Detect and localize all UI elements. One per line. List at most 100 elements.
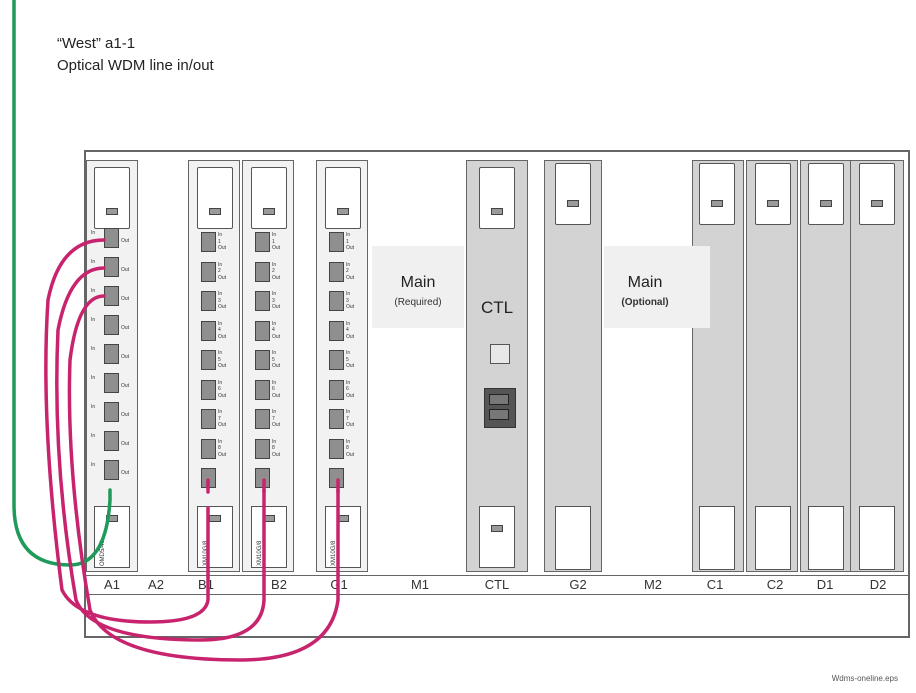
a1-port[interactable]	[104, 344, 119, 364]
a1-port[interactable]	[104, 460, 119, 480]
b1-port[interactable]	[201, 350, 216, 370]
b2-port-label: 3	[272, 297, 275, 304]
bottom-ejector-b2[interactable]	[251, 506, 287, 568]
b2-port[interactable]	[255, 291, 270, 311]
b2-port-label: Out	[272, 363, 281, 369]
a1-port-out-label: Out	[121, 296, 130, 302]
ctl-led	[490, 344, 510, 364]
bottom-ejector-d1[interactable]	[808, 506, 844, 570]
g1-port[interactable]	[329, 379, 344, 400]
a1-port-out-label: Out	[121, 383, 130, 389]
ejector-c2[interactable]	[755, 163, 791, 225]
slot-label-d1: D1	[816, 577, 834, 592]
bottom-ejector-g2[interactable]	[555, 506, 591, 570]
b1-port[interactable]	[201, 261, 216, 282]
b1-port-label: Out	[218, 422, 227, 428]
slot-label-ctl: CTL	[484, 577, 510, 592]
bottom-ejector-a1[interactable]	[94, 506, 130, 568]
g1-port-label: Out	[346, 274, 355, 281]
west-annotation-line2: Optical WDM line in/out	[57, 57, 214, 74]
g1-port[interactable]	[329, 261, 344, 282]
ejector-g1[interactable]	[325, 167, 361, 229]
g1-port-label: 6	[346, 386, 349, 392]
b2-port-label: 4	[272, 327, 275, 333]
g1-port[interactable]	[329, 232, 344, 252]
g1-port-label: 3	[346, 297, 349, 304]
ejector-b1[interactable]	[197, 167, 233, 229]
b2-port[interactable]	[255, 261, 270, 282]
a1-port-out-label: Out	[121, 325, 130, 331]
a1-port[interactable]	[104, 431, 119, 451]
b2-port-label: In	[272, 320, 277, 327]
b1-port-label: 7	[218, 415, 221, 422]
ejector-a1[interactable]	[94, 167, 130, 229]
g1-port-label: 8	[346, 445, 349, 451]
main-required-title: Main	[400, 274, 436, 291]
b1-port[interactable]	[201, 438, 216, 459]
ejector-g2[interactable]	[555, 163, 591, 225]
b2-port-label: In	[272, 232, 277, 238]
a1-port-out-label: Out	[121, 470, 130, 476]
b2-port-label: Out	[272, 392, 281, 399]
b1-port-label: 8	[218, 445, 221, 451]
main-required-subtitle: (Required)	[394, 297, 442, 308]
a1-port-in-label: In	[91, 375, 96, 381]
bottom-ejector-d2[interactable]	[859, 506, 895, 570]
ejector-ctl[interactable]	[479, 167, 515, 229]
fiber-patch-magenta	[67, 294, 340, 662]
g1-port-label: In	[346, 438, 351, 445]
b2-port-label: Out	[272, 245, 281, 251]
a1-port[interactable]	[104, 373, 119, 393]
b2-port[interactable]	[255, 350, 270, 370]
card-c1[interactable]	[692, 160, 744, 572]
ejector-c1[interactable]	[699, 163, 735, 225]
a1-port[interactable]	[104, 402, 119, 422]
b1-port[interactable]	[201, 320, 216, 341]
b1-port[interactable]	[201, 379, 216, 400]
b1-port-label: In	[218, 232, 223, 238]
card-g2[interactable]	[544, 160, 602, 572]
bottom-ejector-b1[interactable]	[197, 506, 233, 568]
ejector-d1[interactable]	[808, 163, 844, 225]
g1-port[interactable]	[329, 438, 344, 459]
g1-port-label: Out	[346, 392, 355, 399]
b2-port[interactable]	[255, 232, 270, 252]
b2-port[interactable]	[255, 438, 270, 459]
slot-label-b2: B2	[271, 577, 287, 592]
a1-port-in-label: In	[91, 346, 96, 352]
ejector-d2[interactable]	[859, 163, 895, 225]
g1-port[interactable]	[329, 409, 344, 429]
g1-port-label: Out	[346, 451, 355, 458]
card-d2[interactable]	[850, 160, 904, 572]
b1-port[interactable]	[201, 409, 216, 429]
a1-port-in-label: In	[91, 462, 96, 468]
ctl-ethernet-port[interactable]	[484, 388, 516, 428]
g1-port[interactable]	[329, 320, 344, 341]
a1-port[interactable]	[104, 228, 119, 248]
g1-port-label: Out	[346, 304, 355, 310]
b2-port[interactable]	[255, 320, 270, 341]
b2-port[interactable]	[255, 379, 270, 400]
a1-port-out-label: Out	[121, 441, 130, 447]
b1-port[interactable]	[201, 232, 216, 252]
fiber-patch-magenta	[44, 238, 210, 624]
ejector-b2[interactable]	[251, 167, 287, 229]
bottom-ejector-c2[interactable]	[755, 506, 791, 570]
card-c2[interactable]	[746, 160, 798, 572]
b2-port-label: In	[272, 409, 277, 415]
a1-port[interactable]	[104, 315, 119, 335]
b1-port-label: 5	[218, 356, 221, 363]
g1-port-label: In	[346, 232, 351, 238]
b2-port[interactable]	[255, 409, 270, 429]
bottom-ejector-ctl[interactable]	[479, 506, 515, 568]
bottom-ejector-c1[interactable]	[699, 506, 735, 570]
b1-port[interactable]	[201, 291, 216, 311]
slot-label-bar	[86, 575, 908, 595]
g1-port[interactable]	[329, 291, 344, 311]
slot-label-a1: A1	[104, 577, 120, 592]
west-annotation-line1: “West” a1-1	[57, 35, 136, 52]
g1-port[interactable]	[329, 350, 344, 370]
a1-port-in-label: In	[91, 317, 96, 323]
slot-label-m2: M2	[643, 577, 663, 592]
b1-port-label: In	[218, 350, 223, 356]
